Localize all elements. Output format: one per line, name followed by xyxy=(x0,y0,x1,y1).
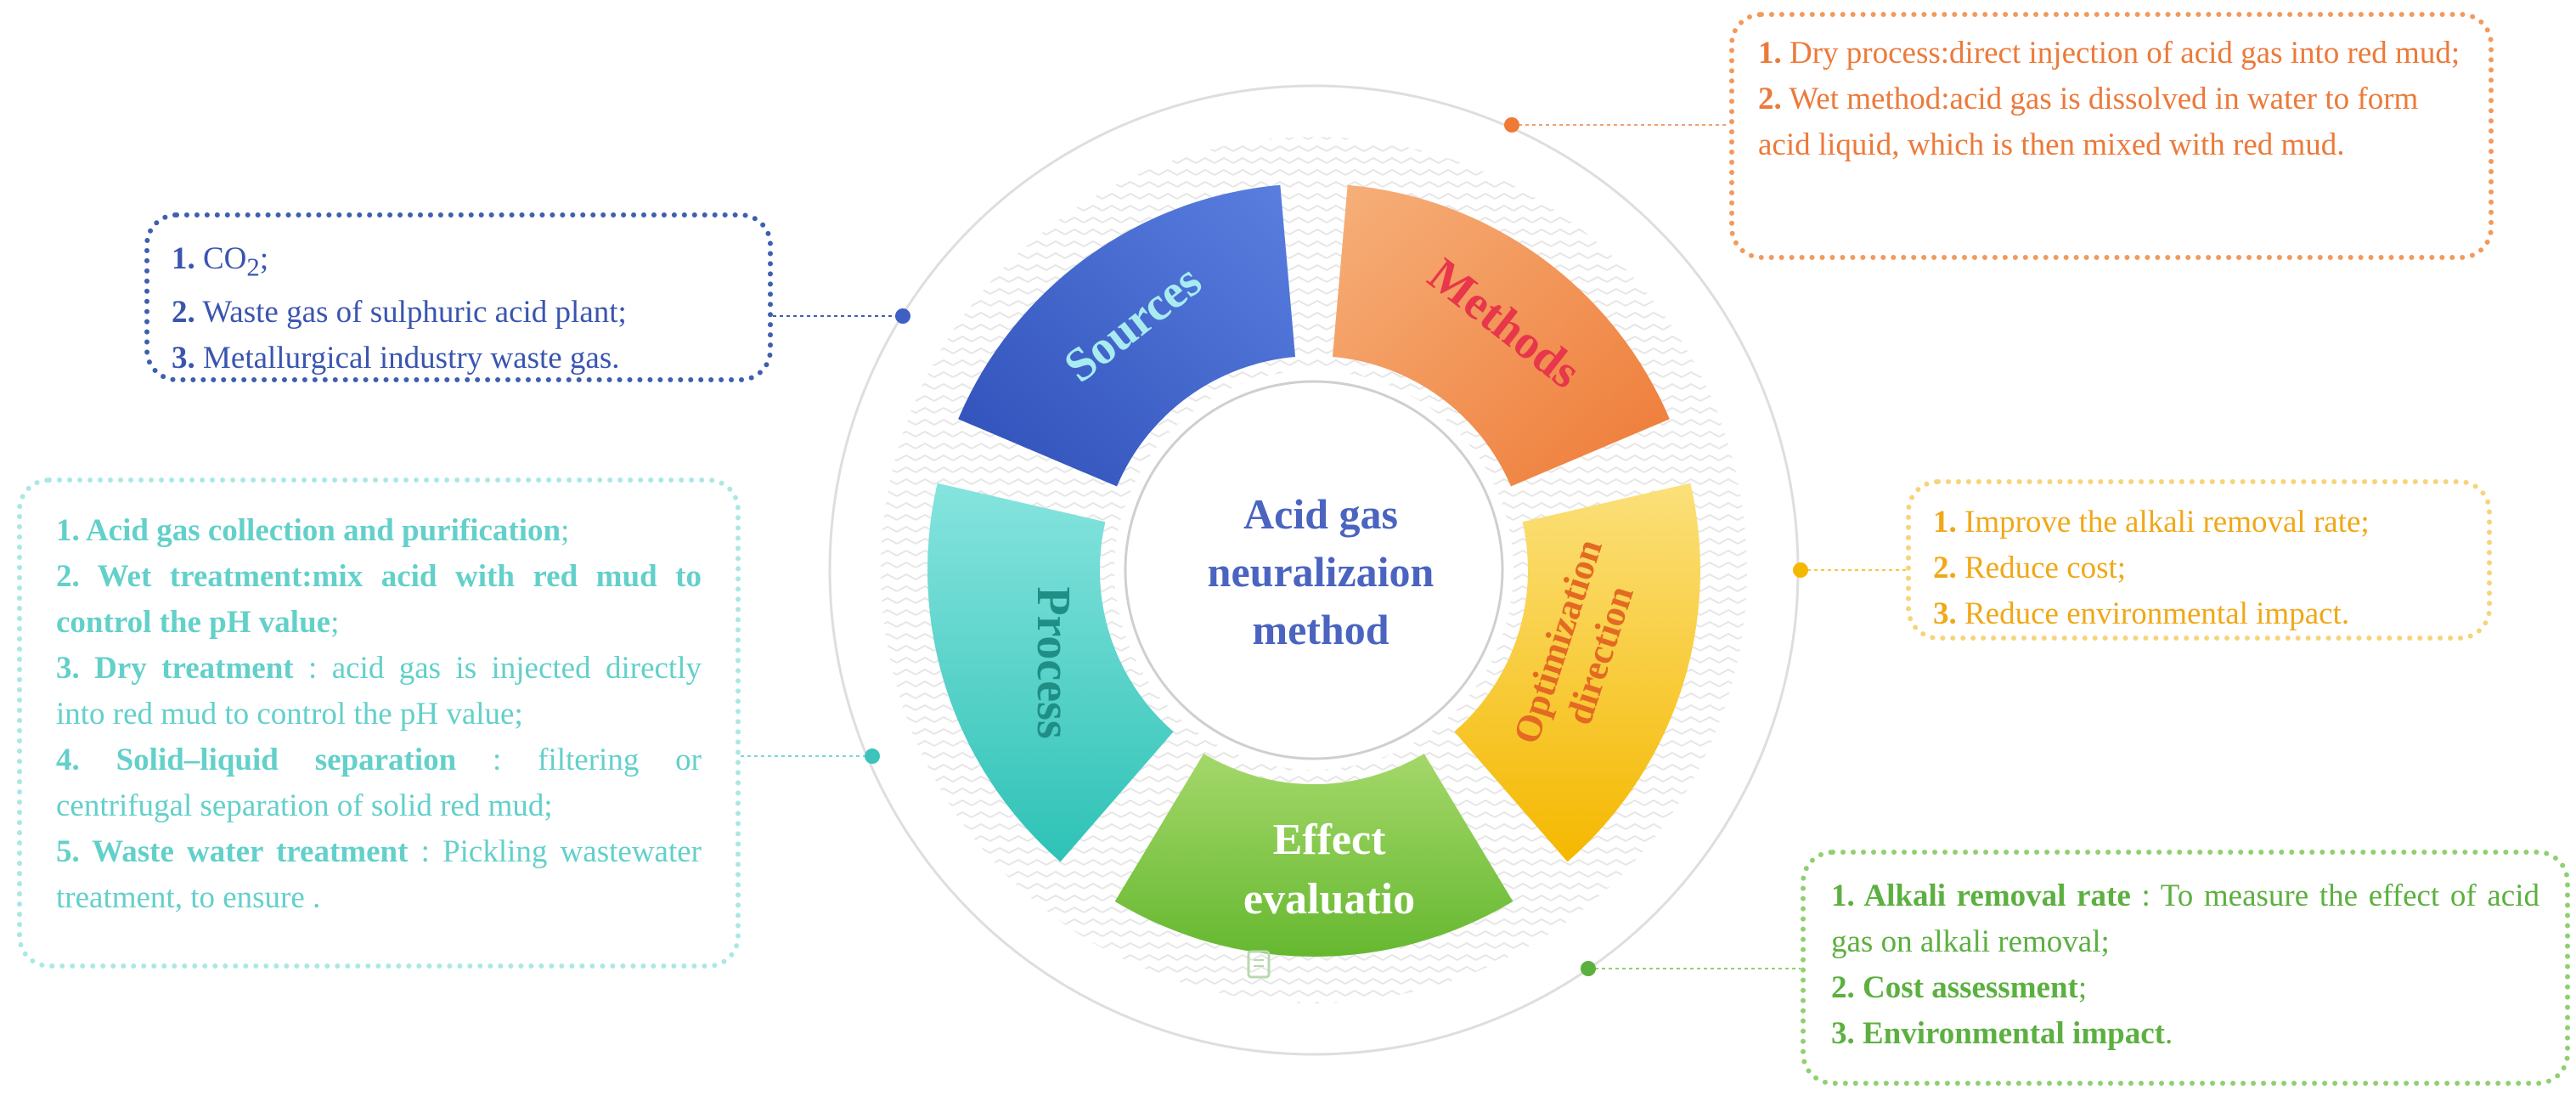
list-item: 3. Reduce environmental impact. xyxy=(1933,596,2350,631)
list-item: 5. Waste water treatment : Pickling wast… xyxy=(56,834,702,915)
segment-effect-evaluation[interactable] xyxy=(1114,754,1513,957)
label-process: Process xyxy=(1027,586,1079,738)
list-item: 1. Improve the alkali removal rate; xyxy=(1933,505,2370,540)
document-icon xyxy=(1247,950,1271,979)
inner-ring xyxy=(1124,380,1504,760)
list-item: 1. Alkali removal rate : To measure the … xyxy=(1831,878,2539,959)
label-effect: Effect xyxy=(1273,816,1386,864)
list-item: 2. Cost assessment; xyxy=(1831,970,2088,1005)
list-item: 1. CO2; xyxy=(172,241,269,282)
center-title-line1: Acid gas xyxy=(1243,490,1398,538)
inner-disc xyxy=(1114,370,1513,770)
list-item: 1. Dry process:direct injection of acid … xyxy=(1758,36,2460,71)
connector-dot-process xyxy=(865,749,880,764)
process-info-box: 1. Acid gas collection and purification;… xyxy=(17,477,741,969)
list-item: 2. Waste gas of sulphuric acid plant; xyxy=(172,295,627,330)
segment-methods[interactable] xyxy=(1332,184,1670,487)
connector-dot-optim xyxy=(1793,562,1808,578)
label-evaluatio: evaluatio xyxy=(1243,875,1415,924)
segment-sources[interactable] xyxy=(958,184,1296,487)
list-item: 3. Dry treatment : acid gas is injected … xyxy=(56,651,702,732)
connector-dot-effect xyxy=(1581,961,1596,976)
center-title-line2: neuralizaion xyxy=(1208,548,1435,596)
connector-dot-sources xyxy=(895,308,910,324)
effect-info-box: 1. Alkali removal rate : To measure the … xyxy=(1801,850,2570,1086)
list-item: 1. Acid gas collection and purification; xyxy=(56,513,570,548)
list-item: 2. Reduce cost; xyxy=(1933,551,2127,585)
segment-optimization[interactable] xyxy=(1454,483,1700,862)
optimization-info-box: 1. Improve the alkali removal rate; 2. R… xyxy=(1906,479,2492,641)
methods-info-box: 1. Dry process:direct injection of acid … xyxy=(1729,12,2494,260)
connector-dot-methods xyxy=(1504,117,1519,133)
list-item: 2. Wet treatment:mix acid with red mud t… xyxy=(56,559,702,640)
segment-process[interactable] xyxy=(927,483,1174,862)
list-item: 4. Solid–liquid separation : filtering o… xyxy=(56,743,702,823)
list-item: 3. Metallurgical industry waste gas. xyxy=(172,341,620,376)
list-item: 3. Environmental impact. xyxy=(1831,1016,2173,1051)
sources-info-box: 1. CO2; 2. Waste gas of sulphuric acid p… xyxy=(144,212,773,382)
list-item: 2. Wet method:acid gas is dissolved in w… xyxy=(1758,82,2419,162)
center-title-line3: method xyxy=(1252,606,1389,653)
